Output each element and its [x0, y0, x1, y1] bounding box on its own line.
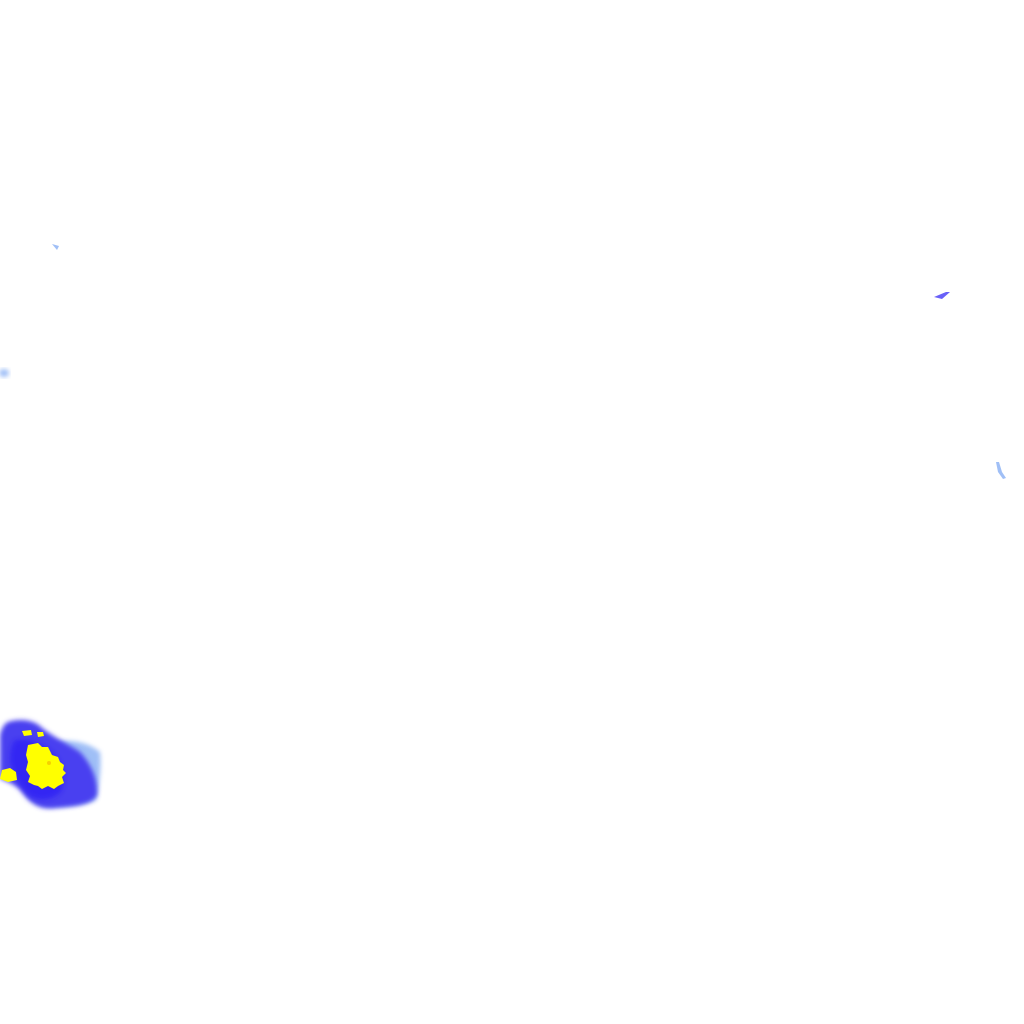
precipitation-speck-top-right — [934, 292, 950, 299]
precipitation-speck-top-left — [52, 244, 59, 250]
precipitation-speck-left — [0, 369, 9, 377]
precipitation-cell-main — [0, 720, 101, 809]
precipitation-streak-right — [996, 462, 1006, 479]
